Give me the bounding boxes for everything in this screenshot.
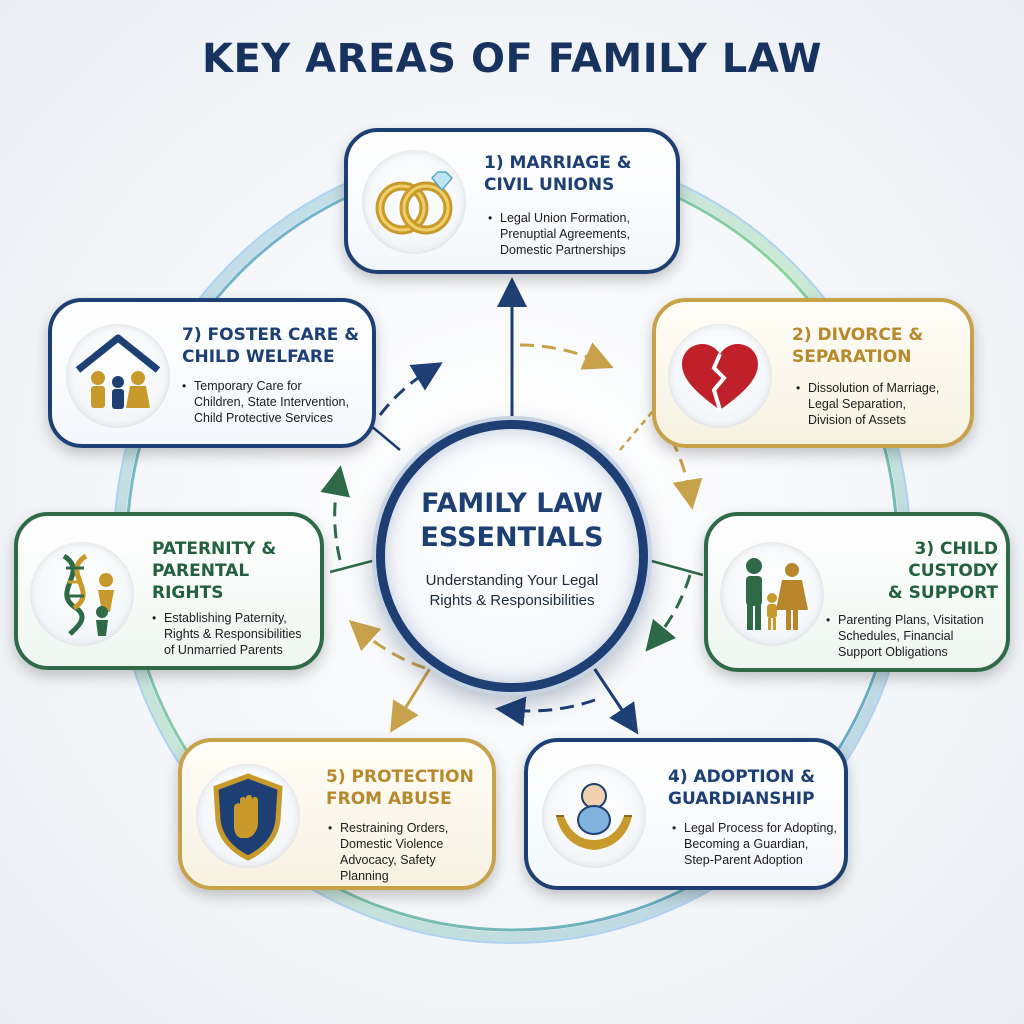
card-title: PATERNITY & PARENTAL RIGHTS: [152, 539, 277, 603]
card-title: 1) MARRIAGE & CIVIL UNIONS: [484, 153, 632, 195]
center-hub: FAMILY LAW ESSENTIALS Understanding Your…: [376, 420, 648, 692]
card-adoption: 4) ADOPTION & GUARDIANSHIP Legal Process…: [524, 738, 848, 890]
radial-arrow-paternity: [329, 558, 377, 574]
center-subtitle: Understanding Your Legal Rights & Respon…: [425, 572, 599, 609]
shield-fist-icon: [196, 764, 300, 868]
card-divorce: 2) DIVORCE & SEPARATION Dissolution of M…: [652, 298, 974, 448]
radial-arrow-adoption: [590, 664, 639, 735]
radial-arrow-foster: [369, 424, 401, 451]
card-title: 3) CHILD CUSTODY & SUPPORT: [887, 539, 998, 603]
card-description: Dissolution of Marriage, Legal Separatio…: [796, 380, 939, 428]
card-paternity: PATERNITY & PARENTAL RIGHTS Establishing…: [14, 512, 324, 670]
card-title: 5) PROTECTION FROM ABUSE: [326, 767, 474, 809]
card-title: 2) DIVORCE & SEPARATION: [792, 325, 924, 367]
card-title: 7) FOSTER CARE & CHILD WELFARE: [182, 325, 360, 367]
card-description: Establishing Paternity, Rights & Respons…: [152, 610, 302, 658]
center-title: FAMILY LAW ESSENTIALS: [420, 488, 604, 553]
card-child-custody: 3) CHILD CUSTODY & SUPPORT Parenting Pla…: [704, 512, 1010, 672]
radial-arrow-custody: [647, 558, 704, 577]
flow-arrow-top-right: [519, 342, 614, 370]
wedding-rings-icon: [362, 150, 466, 254]
card-protection-from-abuse: 5) PROTECTION FROM ABUSE Restraining Ord…: [178, 738, 496, 890]
card-marriage: 1) MARRIAGE & CIVIL UNIONS Legal Union F…: [344, 128, 680, 274]
card-description: Temporary Care for Children, State Inter…: [182, 378, 349, 426]
flow-arrow-left: [320, 465, 350, 561]
baby-in-hands-icon: [542, 764, 646, 868]
card-description: Restraining Orders, Domestic Violence Ad…: [328, 820, 448, 884]
family-icon: [720, 542, 824, 646]
card-foster-care: 7) FOSTER CARE & CHILD WELFARE Temporary…: [48, 298, 376, 448]
radial-arrow-divorce: [619, 404, 659, 451]
broken-heart-icon: [668, 324, 772, 428]
page-title: KEY AREAS OF FAMILY LAW: [201, 36, 823, 82]
radial-arrow-protection: [390, 664, 434, 733]
house-family-icon: [66, 324, 170, 428]
card-description: Legal Process for Adopting, Becoming a G…: [672, 820, 837, 868]
flow-arrow-top-left: [378, 362, 443, 416]
flow-arrow-bottom: [495, 696, 596, 727]
card-description: Legal Union Formation, Prenuptial Agreem…: [488, 210, 630, 258]
flow-arrow-right-lower: [645, 574, 692, 652]
dna-parent-child-icon: [30, 542, 134, 646]
card-title: 4) ADOPTION & GUARDIANSHIP: [668, 767, 816, 809]
card-description: Parenting Plans, Visitation Schedules, F…: [826, 612, 984, 660]
flow-arrow-bottom-left: [348, 620, 426, 670]
